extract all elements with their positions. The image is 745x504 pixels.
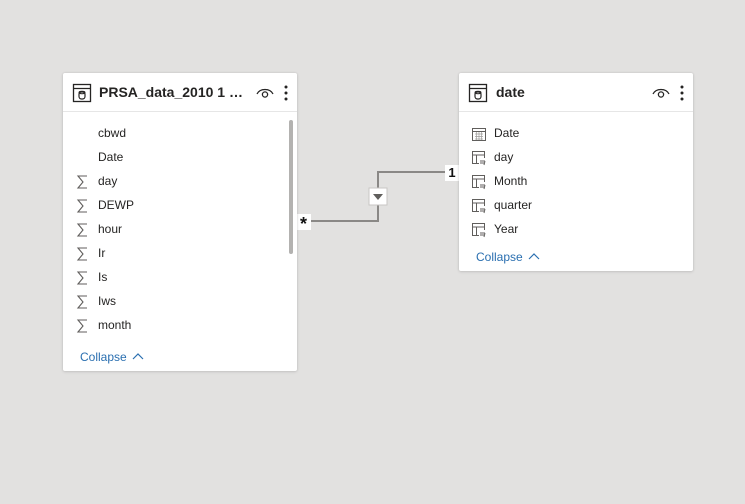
calculated-column-icon [472, 223, 487, 238]
table-card-prsa-data[interactable]: PRSA_data_2010 1 1-2... cbwd Date day DE… [63, 73, 297, 371]
field-item[interactable]: DEWP [63, 193, 285, 217]
chevron-up-icon [132, 353, 144, 360]
field-item[interactable]: month [63, 313, 285, 337]
table-card-header[interactable]: date [459, 73, 693, 112]
more-options-icon[interactable] [281, 84, 291, 102]
field-label: cbwd [98, 126, 127, 140]
field-item[interactable]: Date [63, 145, 285, 169]
visibility-eye-icon[interactable] [256, 86, 274, 100]
field-item[interactable]: day [459, 145, 681, 169]
field-item[interactable]: Date [459, 121, 681, 145]
sigma-icon [76, 199, 87, 213]
field-item[interactable]: hour [63, 217, 285, 241]
field-label: day [98, 174, 118, 188]
calculated-column-icon [472, 175, 487, 190]
table-icon [72, 83, 92, 103]
field-label: Iws [98, 294, 116, 308]
sigma-icon [76, 271, 87, 285]
field-item[interactable]: Year [459, 217, 681, 241]
field-label: day [494, 150, 514, 164]
calculated-column-icon [472, 151, 487, 166]
collapse-label: Collapse [476, 250, 523, 264]
field-item[interactable]: Month [459, 169, 681, 193]
field-item[interactable]: Is [63, 265, 285, 289]
table-title: date [496, 84, 525, 100]
field-item[interactable]: quarter [459, 193, 681, 217]
sigma-icon [76, 319, 87, 333]
field-label: quarter [494, 198, 533, 212]
table-title: PRSA_data_2010 1 1-2... [99, 84, 249, 100]
table-card-date[interactable]: date Date d [459, 73, 693, 271]
field-label: Year [494, 222, 519, 236]
field-label: Ir [98, 246, 106, 260]
visibility-eye-icon[interactable] [652, 86, 670, 100]
field-label: Month [494, 174, 528, 188]
sigma-icon [76, 247, 87, 261]
calculated-column-icon [472, 199, 487, 214]
relationship-filter-direction-icon[interactable] [369, 188, 387, 205]
calendar-icon [472, 128, 486, 141]
field-label: hour [98, 222, 123, 236]
field-item[interactable]: cbwd [63, 121, 285, 145]
field-item[interactable]: Iws [63, 289, 285, 313]
collapse-link[interactable]: Collapse [476, 250, 540, 264]
sigma-icon [76, 175, 87, 189]
more-options-icon[interactable] [677, 84, 687, 102]
sigma-icon [76, 223, 87, 237]
field-item[interactable]: Ir [63, 241, 285, 265]
table-icon [468, 83, 488, 103]
field-label: Is [98, 270, 108, 284]
field-label: month [98, 318, 132, 332]
chevron-up-icon [528, 253, 540, 260]
field-label: DEWP [98, 198, 134, 212]
many-cardinality-label: * [296, 214, 311, 234]
table-card-header[interactable]: PRSA_data_2010 1 1-2... [63, 73, 297, 112]
collapse-link[interactable]: Collapse [80, 350, 144, 364]
collapse-label: Collapse [80, 350, 127, 364]
field-list-scrollbar[interactable] [289, 120, 293, 254]
field-label: Date [494, 126, 520, 140]
sigma-icon [76, 295, 87, 309]
one-cardinality-label: 1 [445, 165, 459, 181]
field-item[interactable]: day [63, 169, 285, 193]
field-label: Date [98, 150, 124, 164]
